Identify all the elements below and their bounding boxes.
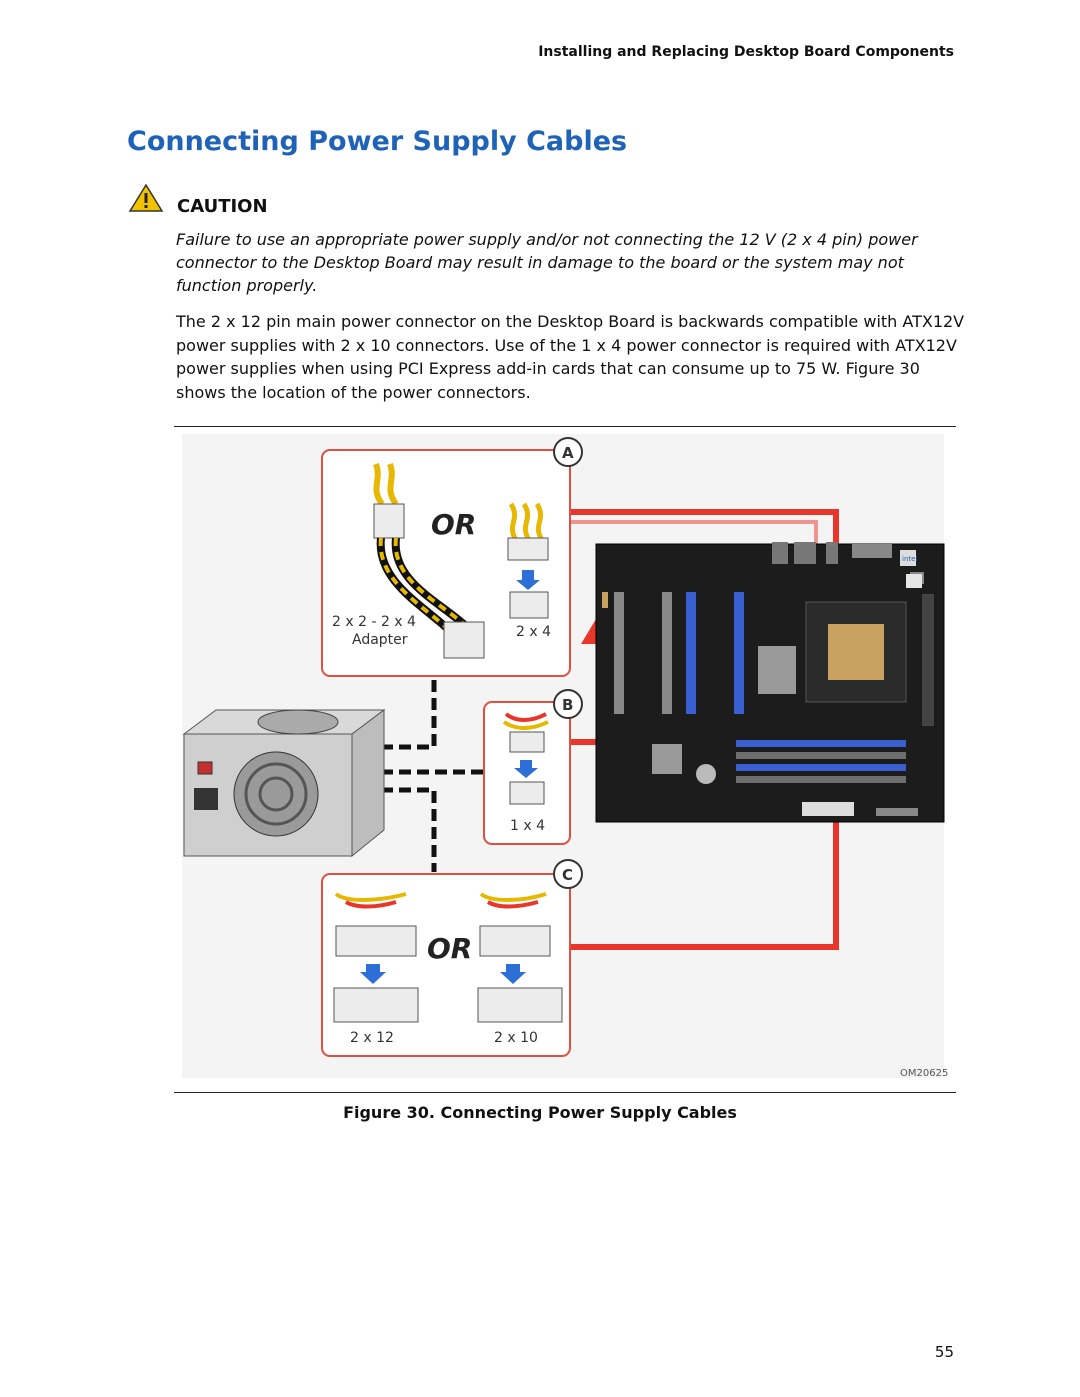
body-paragraph: The 2 x 12 pin main power connector on t…: [176, 312, 965, 402]
plug-arrow-c-right: [500, 964, 526, 984]
figure-top-rule: [174, 426, 956, 427]
panel-a-left-sublabel: Adapter: [352, 632, 408, 648]
panel-b-label: 1 x 4: [510, 818, 545, 834]
panel-b: 1 x 4 B: [483, 689, 583, 845]
panel-c-left-label: 2 x 12: [350, 1030, 394, 1046]
callout-c: C: [562, 866, 573, 884]
section-title: Connecting Power Supply Cables: [127, 126, 628, 157]
callout-a: A: [562, 444, 574, 462]
panel-c-right-label: 2 x 10: [494, 1030, 538, 1046]
panel-a-left-label: 2 x 2 - 2 x 4: [332, 614, 416, 630]
or-label-c: OR: [427, 932, 472, 965]
power-connector-figure: OR 2 x 2 - 2 x 4 Adapter 2 x 4 A 1 x 4 B…: [182, 434, 948, 1079]
page-number: 55: [934, 1343, 954, 1361]
panel-c: OR 2 x 12 2 x 10 C: [321, 859, 583, 1057]
plug-arrow-c-left: [360, 964, 386, 984]
power-supply-unit: [182, 709, 386, 858]
board-logo: intel: [902, 555, 917, 563]
warning-triangle-icon: [128, 183, 164, 212]
or-label-a: OR: [431, 508, 476, 541]
motherboard: intel: [595, 542, 945, 823]
psu-dashed-lines: [381, 674, 486, 872]
caution-text: Failure to use an appropriate power supp…: [176, 230, 918, 295]
caution-label: CAUTION: [177, 196, 268, 217]
panel-a-right-label: 2 x 4: [516, 624, 551, 640]
plug-arrow-a: [516, 570, 540, 590]
figure-caption: Figure 30. Connecting Power Supply Cable…: [343, 1103, 737, 1122]
callout-b: B: [562, 696, 573, 714]
plug-arrow-b: [514, 760, 538, 778]
figure-id: OM20625: [900, 1068, 948, 1079]
panel-a: OR 2 x 2 - 2 x 4 Adapter 2 x 4 A: [321, 437, 583, 677]
figure-bottom-rule: [174, 1092, 956, 1093]
running-head: Installing and Replacing Desktop Board C…: [538, 44, 954, 60]
